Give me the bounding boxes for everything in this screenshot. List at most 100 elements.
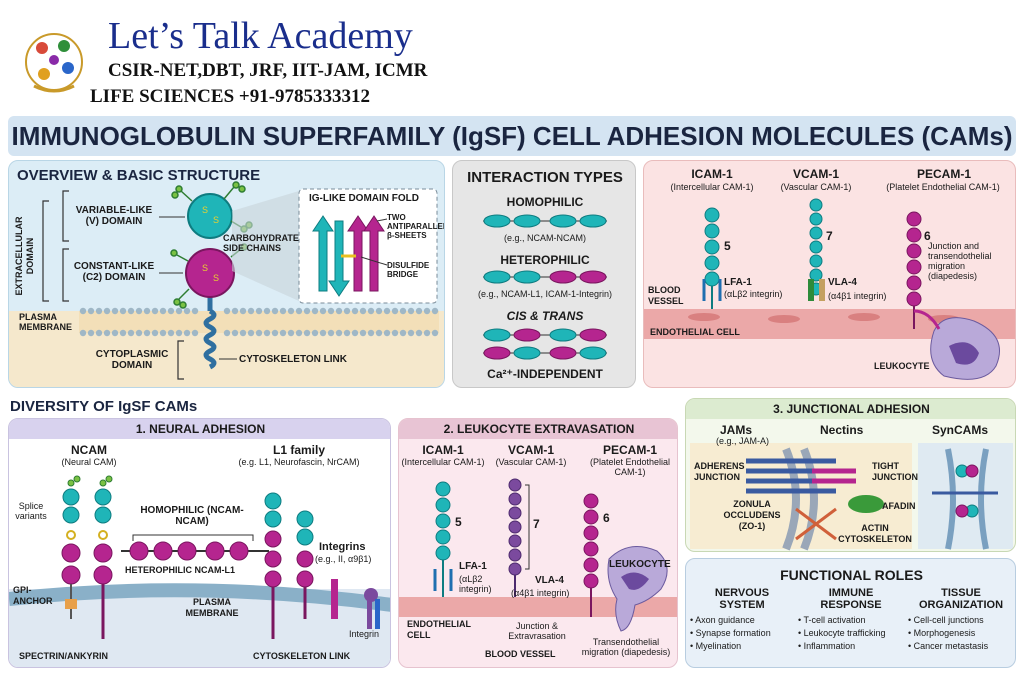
page-title: IMMUNOGLOBULIN SUPERFAMILY (IgSF) CELL A… [11,121,1013,151]
lipid-head [351,329,359,337]
lipid-head [159,307,167,315]
lfa-top-sub: (αLβ2 integrin) [724,289,783,299]
plasma-membrane-lipids [79,311,439,333]
lipid-head [431,329,439,337]
ncam-sub: (Neural CAM) [61,457,117,467]
lipid-head [255,329,263,337]
leuko-endothelial-label: ENDOTHELIAL CELL [407,619,471,640]
heterophilic-ncam-label: HETEROPHILIC NCAM-L1 [125,565,235,575]
lipid-head [223,307,231,315]
lipid-head [103,329,111,337]
ig-fold-box [298,188,438,304]
leuko-blood-vessel-label: BLOOD VESSEL [485,649,556,659]
endothelial-top-label: ENDOTHELIAL CELL [650,327,740,337]
interaction-panel: INTERACTION TYPES HOMOPHILIC (e.g., NCAM… [452,160,636,388]
lipid-head [319,307,327,315]
junctional-title: 3. JUNCTIONAL ADHESION [773,402,930,416]
leuko-vcam-count: 7 [533,517,540,531]
lipid-head [287,307,295,315]
lipid-head [303,307,311,315]
roles-item: • Myelination [690,641,742,651]
lipid-head [391,307,399,315]
vcam-top-count: 7 [826,229,833,243]
v-domain-shape [187,193,233,239]
overview-title: OVERVIEW & BASIC STRUCTURE [17,167,261,184]
lipid-head [247,307,255,315]
pecam-top-title: PECAM-1 [916,167,971,181]
lipid-head [391,329,399,337]
lipid-head [95,307,103,315]
lipid-head [303,329,311,337]
lipid-head [263,307,271,315]
leuko-junction-label: Junction & Extravrasation [508,621,566,641]
junction-top-label: Junction and transendothelial migration … [928,241,992,281]
lipid-head [423,329,431,337]
carbohydrate-label: CARBOHYDRATE SIDE CHAINS [223,233,299,253]
lipid-head [295,307,303,315]
leukocyte-top-label: LEUKOCYTE [874,361,930,371]
jams-title: JAMs [720,423,753,437]
lipid-head [359,307,367,315]
afadin-label: AFADIN [882,501,916,511]
vla-top-sub: (α4β1 integrin) [828,291,887,301]
blood-vessel-top-label: BLOOD VESSEL [648,285,684,306]
roles-col-nervous: NERVOUS SYSTEM • Axon guidance • Synapse… [690,587,794,651]
lipid-head [399,329,407,337]
leuko-vla-label: VLA-4 [535,575,564,586]
beta-sheets-label: TWO ANTIPARALLEL β-SHEETS [387,213,445,240]
academy-contact: LIFE SCIENCES +91-9785333312 [90,86,371,107]
lipid-head [263,329,271,337]
c2-domain-shape [185,248,235,298]
lipid-head [111,329,119,337]
roles-heading-tissue: TISSUE ORGANIZATION [918,587,1004,611]
lipid-head [415,329,423,337]
lipid-head [183,307,191,315]
heterophilic-label: HETEROPHILIC [500,253,590,267]
overview-panel: S S S S OVERVIEW & BASIC STRUCT [8,160,445,388]
lipid-head [431,307,439,315]
vcam-top-sub: (Vascular CAM-1) [780,182,852,192]
roles-item: • T-cell activation [798,615,866,625]
leuko-transendo-label: Transendothelial migration (diapedesis) [581,637,671,657]
roles-item: • Inflammation [798,641,856,651]
lipid-head [151,329,159,337]
lipid-head [191,307,199,315]
lipid-head [167,329,175,337]
homophilic-example: (e.g., NCAM-NCAM) [503,233,586,243]
lipid-head [239,329,247,337]
icam-top-title: ICAM-1 [691,167,733,181]
l1-sub: (e.g. L1, Neurofascin, NrCAM) [238,457,360,467]
integrin-label: Integrin [349,629,380,639]
lipid-head [119,307,127,315]
svg-text:S: S [213,215,219,225]
lipid-head [159,329,167,337]
leuko-icam-sub: (Intercellular CAM-1) [401,457,485,467]
lipid-head [375,307,383,315]
lipid-head [119,329,127,337]
svg-text:S: S [202,205,208,215]
lipid-head [343,329,351,337]
jams-sub: (e.g., JAM-A) [716,436,770,446]
syncams-title: SynCAMs [932,423,989,437]
lipid-head [383,329,391,337]
lipid-head [87,307,95,315]
academy-logo [22,26,86,100]
icam-top-count: 5 [724,239,731,253]
lipid-head [271,307,279,315]
lipid-head [287,329,295,337]
lipid-head [335,329,343,337]
leuko-vcam-title: VCAM-1 [507,443,554,457]
roles-col-tissue: TISSUE ORGANIZATION • Cell-cell junction… [908,587,1014,651]
cis-trans-diagram [483,328,607,360]
neural-cyto-label: CYTOSKELETON LINK [253,651,351,661]
homophilic-label: HOMOPHILIC [506,195,584,209]
adherens-label: ADHERENS JUNCTION [694,461,745,482]
lipid-head [127,329,135,337]
diversity-title: DIVERSITY OF IgSF CAMs [10,398,198,415]
leuko-lfa-sub: (αLβ2 integrin) [459,574,492,594]
ig-fold-title: IG-LIKE DOMAIN FOLD [309,193,419,204]
roles-item: • Synapse formation [690,628,771,638]
roles-heading-nervous: NERVOUS SYSTEM [714,587,770,611]
lipid-head [279,329,287,337]
disulfide-label: DISULFIDE BRIDGE [387,261,430,279]
